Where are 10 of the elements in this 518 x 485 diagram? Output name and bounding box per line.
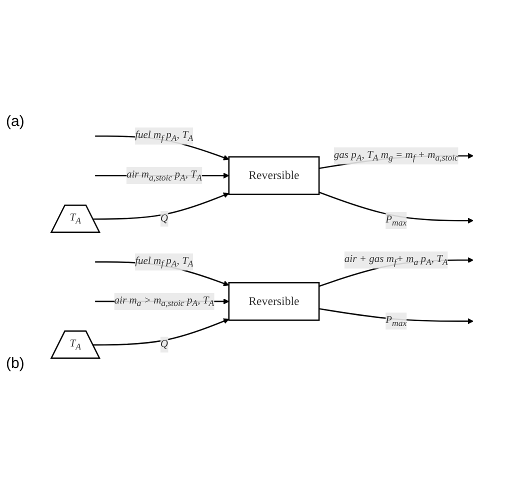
panel-label: (b) — [6, 355, 26, 372]
process-box: Reversible — [228, 282, 320, 322]
arrow — [318, 308, 474, 324]
arrow — [93, 192, 230, 220]
reservoir-trapezoid: T$_{A}$ — [50, 204, 101, 234]
reservoir-trapezoid: T$_{A}$ — [50, 330, 101, 360]
arrow — [93, 318, 230, 346]
arrow — [318, 192, 474, 224]
process-box: Reversible — [228, 156, 320, 196]
panel-label: (a) — [6, 112, 26, 130]
